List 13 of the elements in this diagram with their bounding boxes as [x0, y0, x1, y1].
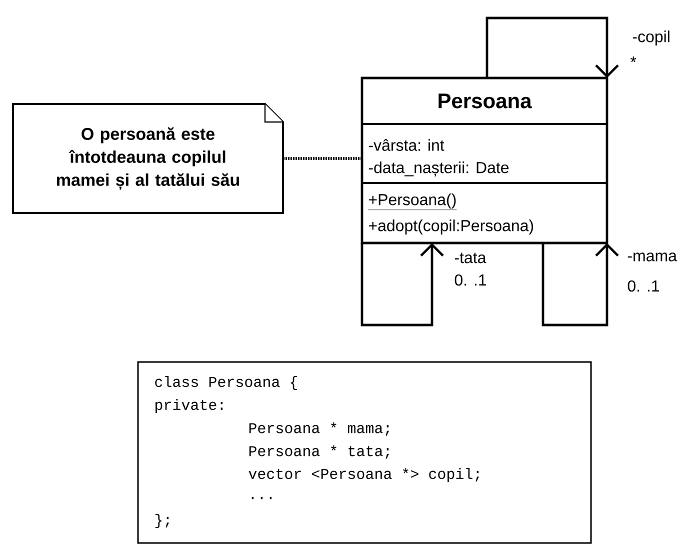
role-label: -mama: [626, 252, 678, 262]
association-line: [283, 157, 362, 160]
multiplicity-label: 0. .1: [628, 280, 660, 292]
note-box: O persoană este întotdeauna copilul mamei și al tatălui său: [12, 103, 284, 214]
multiplicity-label: 0. .1: [454, 274, 486, 286]
association-line: [542, 243, 619, 326]
class-box: Persoana -vârsta: int -data_nașterii: Date +Persoana() +adopt(copil:Persoana): [360, 76, 608, 244]
multiplicity-label: *: [630, 56, 636, 62]
association-line: [486, 16, 619, 78]
code-box: class Persoana { private: Persoana * mama; Persoana * tata; vector <Persoana *> copil; ... };: [137, 361, 592, 544]
role-label: -tata: [453, 252, 488, 264]
role-label: -copil: [631, 30, 672, 46]
association-line: [360, 243, 444, 326]
